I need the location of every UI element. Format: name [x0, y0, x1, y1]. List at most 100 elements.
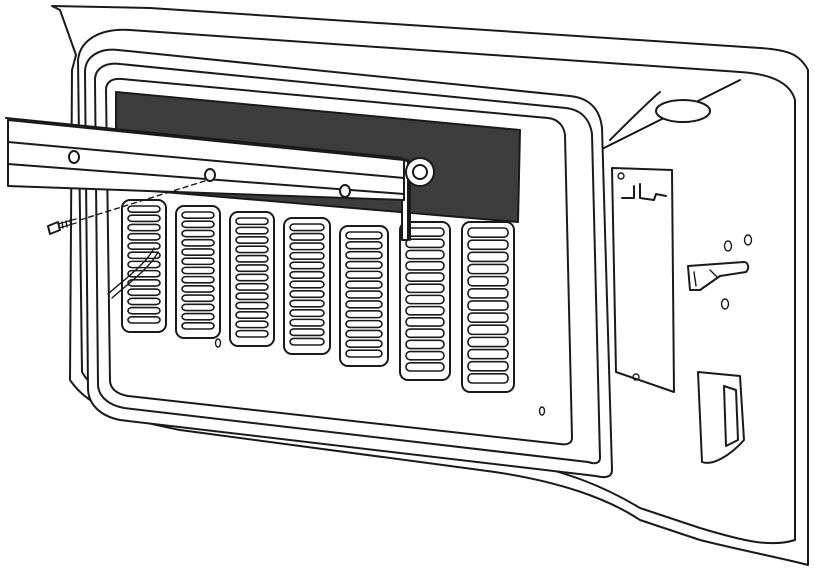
grille-slot [345, 250, 383, 260]
grille-slot [127, 279, 161, 287]
grille-slot [405, 272, 445, 282]
grille-slot [345, 270, 383, 280]
grille-slot [235, 329, 269, 338]
grille-slot [127, 315, 161, 324]
grille-slot [127, 223, 161, 232]
grille-slot [345, 241, 383, 250]
latch-hole-2 [743, 234, 753, 246]
grille-slot [235, 292, 269, 301]
fastener-mark-right [538, 406, 546, 416]
door-latch-inner [693, 269, 719, 287]
plate-screw-top [617, 172, 625, 180]
door-handle-recess [697, 371, 745, 464]
grille-slot [181, 321, 215, 330]
grille-slot [405, 249, 445, 260]
grille-slot [289, 289, 325, 299]
grille-slot [345, 319, 383, 329]
bracket-bar-groove-1 [7, 141, 405, 179]
grille-slot [181, 266, 215, 275]
grille-slot [345, 339, 383, 348]
grille-slot [235, 245, 269, 254]
grille-slot [345, 280, 383, 289]
grille-slot [405, 328, 445, 339]
grille-slot [289, 280, 325, 289]
grille-slot [405, 350, 445, 361]
grille-slot [289, 299, 325, 308]
grille-slot [345, 231, 383, 240]
bracket-hole-3 [339, 184, 351, 198]
grille-slot [467, 263, 509, 275]
cable-line-2 [107, 247, 155, 295]
bracket-hole-1 [68, 150, 80, 164]
grille-slot [289, 232, 325, 241]
top-round-hole [655, 99, 711, 123]
grille-slot [127, 232, 161, 241]
grille-slot [289, 242, 325, 251]
grille-slot [235, 217, 269, 226]
fastener-mark-center [214, 338, 222, 348]
grille-slot [467, 251, 509, 263]
grille-slot [181, 303, 215, 312]
grille-slot [289, 223, 325, 232]
panel-knob-inner [412, 164, 428, 180]
grille-slot [467, 275, 509, 287]
grille-slot [127, 297, 161, 306]
grille-slot [235, 311, 269, 320]
grille-slot [289, 337, 325, 346]
grille-slot [181, 312, 215, 321]
grille-slot [289, 270, 325, 280]
grille-slot [405, 238, 445, 249]
grille-slot [235, 226, 269, 235]
grille-slot [467, 312, 509, 324]
grille-slot [127, 288, 161, 297]
body-crease-line-2 [609, 91, 661, 141]
grille-slot [127, 205, 161, 214]
plate-screw-bottom [632, 373, 640, 381]
grille-slot [467, 324, 509, 336]
grille-slot [181, 248, 215, 256]
grille-slot [235, 235, 269, 244]
grille-slot [345, 309, 383, 319]
grille-slot [345, 300, 383, 309]
grille-slot [235, 320, 269, 329]
grille-slot [467, 300, 509, 311]
grille-slot [181, 275, 215, 284]
grille-slot [235, 282, 269, 291]
grille-slot [127, 306, 161, 315]
jl-logo-mark [621, 183, 667, 201]
grille-slot [235, 273, 269, 282]
grille-slot [127, 242, 161, 250]
grille-slot [289, 251, 325, 260]
grille-slot [405, 294, 445, 305]
grille-slot [289, 309, 325, 318]
cable-line-1 [111, 251, 159, 299]
grille-slot [467, 373, 509, 384]
grille-slot [181, 211, 215, 220]
grille-frame-middle [94, 62, 601, 465]
latch-hole-3 [720, 298, 730, 310]
latch-hole-1 [723, 240, 733, 252]
grille-slot [345, 329, 383, 339]
grille-slot [405, 305, 445, 316]
grille-slot [467, 227, 509, 238]
grille-slot [345, 260, 383, 270]
grille-slot [467, 287, 509, 299]
grille-slot-columns [121, 199, 515, 393]
grille-slot [345, 349, 383, 358]
grille-slot [289, 261, 325, 270]
grille-slot [405, 339, 445, 350]
grille-slot [289, 328, 325, 337]
grille-slot [467, 360, 509, 372]
grille-slot [405, 260, 445, 271]
grille-slot [181, 238, 215, 247]
alignment-dashed-line [79, 179, 209, 221]
grille-slot [467, 239, 509, 251]
grille-slot [127, 214, 161, 223]
grille-slot [181, 257, 215, 266]
bracket-hole-2 [204, 168, 216, 182]
grille-slot [405, 283, 445, 294]
grille-slot [127, 251, 161, 260]
grille-slot [181, 220, 215, 229]
